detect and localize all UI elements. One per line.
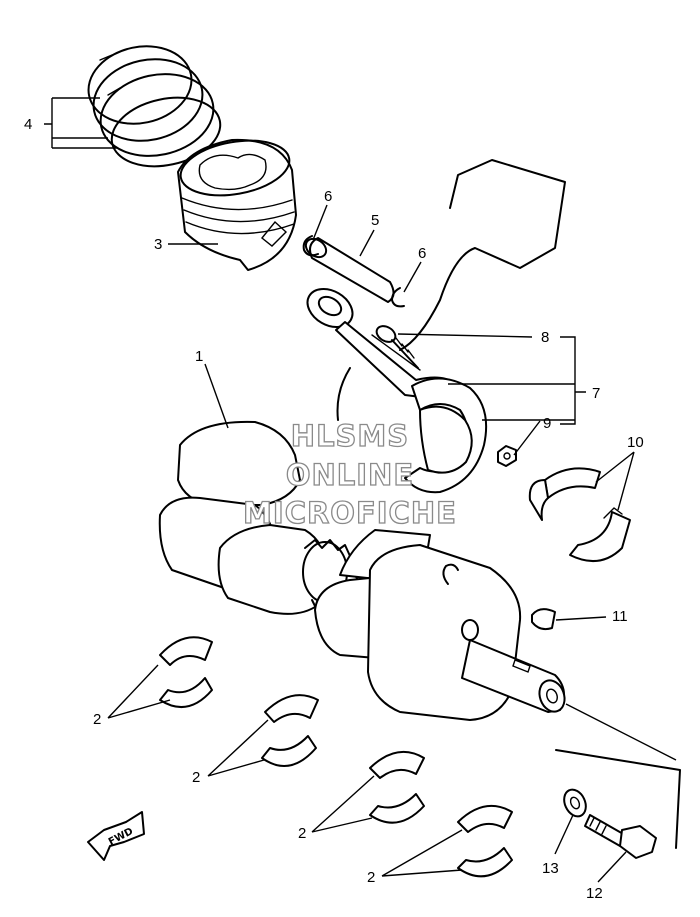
forward-direction-arrow: FWD bbox=[87, 811, 145, 861]
crank-bolt bbox=[584, 814, 657, 859]
watermark-line-1: HLSMS bbox=[291, 419, 409, 453]
circlip-right bbox=[391, 287, 405, 308]
callout-9: 9 bbox=[543, 415, 551, 432]
callout-6-a: 6 bbox=[324, 188, 332, 205]
piston-pin bbox=[304, 237, 395, 303]
callout-6-b: 6 bbox=[418, 245, 426, 262]
callout-labels: 1 2 2 2 2 3 4 5 6 6 7 8 9 10 11 12 13 bbox=[24, 116, 644, 902]
callout-12: 12 bbox=[586, 885, 603, 902]
leader-lines bbox=[44, 97, 635, 883]
big-end-bearings bbox=[528, 467, 631, 563]
woodruff-key bbox=[531, 608, 556, 631]
callout-1: 1 bbox=[195, 348, 203, 365]
piston bbox=[177, 138, 297, 271]
conrod-bolt bbox=[375, 325, 419, 369]
callout-3: 3 bbox=[154, 236, 162, 253]
callout-5: 5 bbox=[371, 212, 379, 229]
callout-13: 13 bbox=[542, 860, 559, 877]
main-bearing-pair-4 bbox=[457, 805, 513, 878]
conrod-nut bbox=[497, 445, 517, 467]
callout-2-c: 2 bbox=[298, 825, 306, 842]
callout-2-a: 2 bbox=[93, 711, 101, 728]
callout-10: 10 bbox=[627, 434, 644, 451]
main-bearing-pair-1 bbox=[159, 636, 213, 708]
callout-2-d: 2 bbox=[367, 869, 375, 886]
conrod-shadow-outline bbox=[336, 159, 566, 421]
main-bearing-pair-3 bbox=[369, 751, 425, 824]
watermark-line-2: ONLINE bbox=[286, 458, 414, 492]
connecting-rod bbox=[306, 288, 488, 494]
washer bbox=[563, 788, 587, 818]
callout-4: 4 bbox=[24, 116, 32, 133]
crankshaft bbox=[158, 420, 566, 721]
callout-11: 11 bbox=[612, 608, 628, 625]
circlip-left bbox=[302, 235, 319, 257]
callout-2-b: 2 bbox=[192, 769, 200, 786]
watermark-line-3: MICROFICHE bbox=[243, 496, 457, 530]
callout-7: 7 bbox=[592, 385, 600, 402]
main-bearing-pair-2 bbox=[261, 694, 319, 767]
callout-8: 8 bbox=[541, 329, 549, 346]
bolt-installation-box bbox=[555, 703, 681, 849]
piston-rings bbox=[87, 45, 222, 168]
watermark: HLSMS ONLINE MICROFICHE bbox=[242, 418, 457, 530]
